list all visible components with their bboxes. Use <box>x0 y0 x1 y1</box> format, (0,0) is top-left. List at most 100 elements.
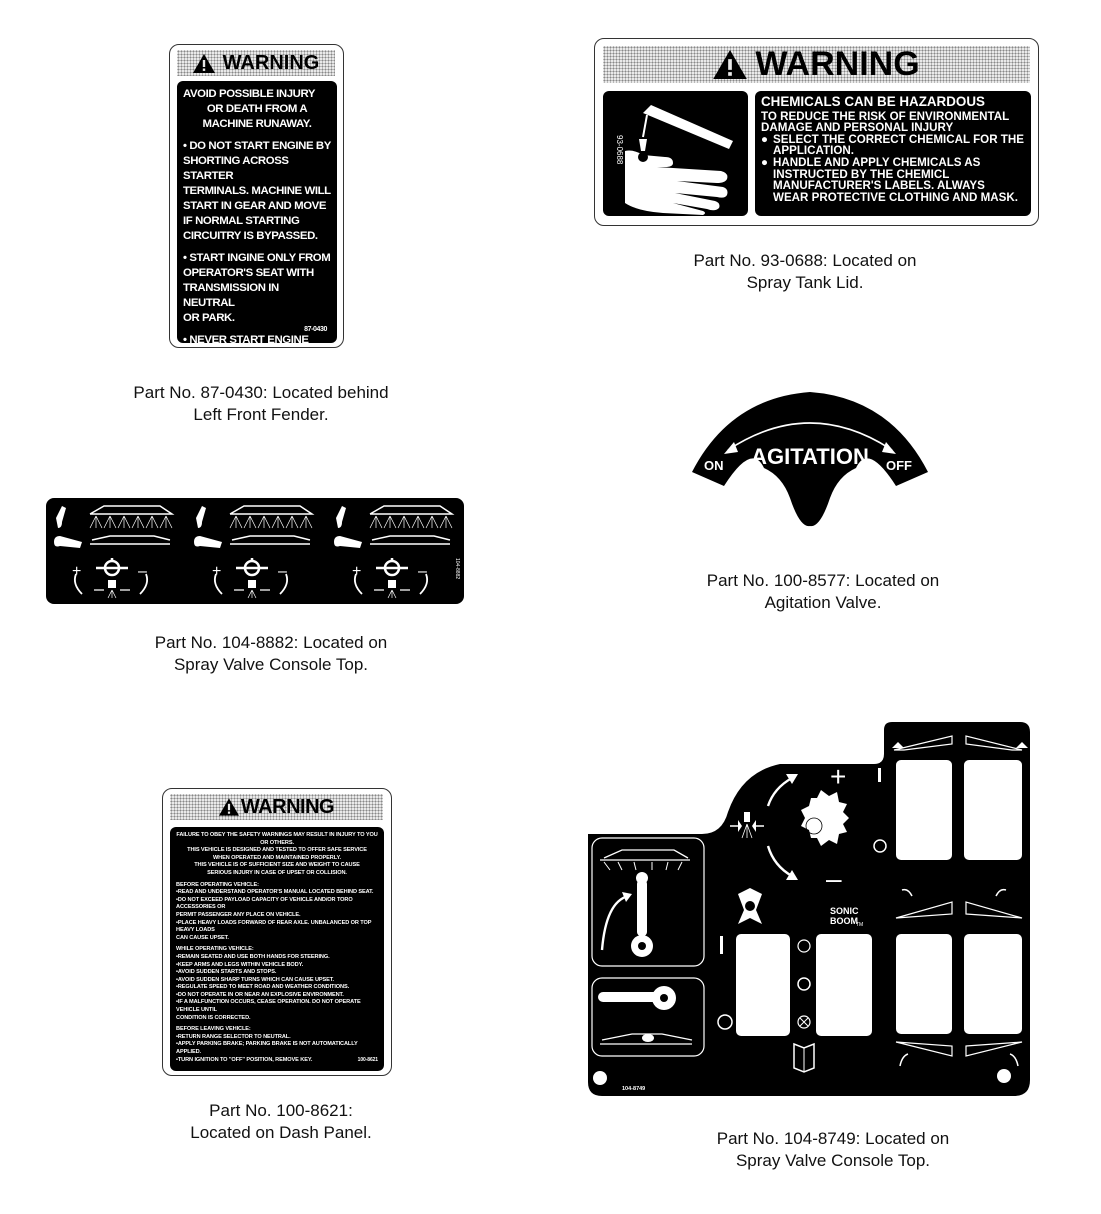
warning-line: •IF A MALFUNCTION OCCURS, CEASE OPERATIO… <box>176 999 361 1014</box>
warning-title: WARNING <box>240 795 335 818</box>
boom-lever-panel-down <box>591 977 705 1057</box>
mounting-hole <box>593 1071 607 1085</box>
spray-pattern-icon <box>89 515 103 529</box>
switch-right-boom-bottom <box>964 934 1022 1034</box>
switch-sonic-right <box>816 934 872 1036</box>
valve-minus-label: – <box>278 563 287 580</box>
chemical-intro: DAMAGE AND PERSONAL INJURY <box>761 121 954 135</box>
warning-line: STANDING NEXT TO MACHINE <box>183 364 288 391</box>
agitation-on-label: ON <box>704 458 724 473</box>
warning-line: •READ AND UNDERSTAND OPERATOR'S MANUAL L… <box>176 889 374 896</box>
arrow-left-curve-icon <box>213 573 223 595</box>
agitation-title: AGITATION <box>751 444 869 469</box>
warning-line: •REGULATE SPEED TO MEET ROAD AND WEATHER… <box>176 984 350 991</box>
warning-triangle-icon <box>192 53 215 73</box>
warning-line: •DO NOT EXCEED PAYLOAD CAPACITY OF VEHIC… <box>176 896 353 911</box>
nozzle-icon <box>108 580 116 588</box>
caption-line: Located on Dash Panel. <box>190 1123 372 1142</box>
arrow-clockwise-icon <box>786 774 798 784</box>
caption-104-8749: Part No. 104-8749: Located on Spray Valv… <box>668 1128 998 1172</box>
decal-part-number: 100-8577 <box>847 498 863 519</box>
caption-line: Spray Tank Lid. <box>746 273 864 292</box>
boom-raised-icon <box>229 505 315 515</box>
spray-pattern-icon <box>411 515 425 529</box>
spray-pattern-icon <box>397 515 411 529</box>
decal-vertical-code: 93-0688 <box>615 135 624 165</box>
arrow-left-curve-icon <box>353 573 363 595</box>
warning-line: TERMINALS. MACHINE WILL <box>183 185 331 197</box>
decal-part-number: 87-0430 <box>304 326 327 333</box>
agitation-off-label: OFF <box>886 458 912 473</box>
nozzle-spray-icon <box>107 589 117 599</box>
valve-stem-icon <box>96 558 128 570</box>
warning-line: OR DEATH FROM A <box>206 103 308 115</box>
warning-line: •REMAIN SEATED AND USE BOTH HANDS FOR ST… <box>176 953 330 960</box>
nozzle-icon <box>388 580 396 588</box>
bullet-dot-icon: ● <box>761 132 769 146</box>
warning-line: •APPLY PARKING BRAKE; PARKING BRAKE IS N… <box>176 1041 358 1056</box>
caption-line: Part No. 93-0688: Located on <box>693 251 917 270</box>
arrow-right-icon <box>882 442 896 454</box>
warning-line: •RETURN RANGE SELECTOR TO NEUTRAL. <box>176 1033 291 1040</box>
caption-104-8882: Part No. 104-8882: Located on Spray Valv… <box>106 632 436 676</box>
switch-left-boom-top <box>896 760 952 860</box>
caption-line: Spray Valve Console Top. <box>735 1151 931 1170</box>
warning-line: • START INGINE ONLY FROM <box>183 252 331 264</box>
warning-line: WHEN OPERATED AND MAINTAINED PROPERLY. <box>213 854 341 861</box>
warning-triangle-icon <box>218 798 239 816</box>
warning-line: THIS VEHICLE IS DESIGNED AND TESTED TO O… <box>187 847 367 854</box>
warning-line: SERIOUS INJURY IN CASE OF UPSET OR COLLI… <box>207 869 347 876</box>
lever-down-icon <box>334 536 362 548</box>
valve-plus-label: + <box>352 563 361 580</box>
warning-header: WARNING <box>603 45 1030 83</box>
warning-header: WARNING <box>170 794 383 820</box>
warning-line: CAN CAUSE UPSET. <box>176 934 229 941</box>
valve-plus-label: + <box>212 563 221 580</box>
arrow-counter-icon <box>786 870 798 880</box>
spray-pattern-icon <box>257 515 271 529</box>
warning-line: •TURN IGNITION TO "OFF" POSITION, REMOVE… <box>176 1056 313 1063</box>
caption-line: Spray Valve Console Top. <box>173 655 369 674</box>
warning-line: SHORTING ACROSS STARTER <box>183 155 289 182</box>
bullet-dot-icon: ● <box>761 155 769 169</box>
decal-part-number: 100-8621 <box>357 1057 378 1064</box>
warning-line: WHILE OPERATING VEHICLE: <box>176 946 254 953</box>
bullet-line: INSTRUCTED BY THE CHEMICL <box>773 167 950 181</box>
spray-pattern-icon <box>117 515 131 529</box>
boom-lowered-icon <box>370 535 451 545</box>
warning-decal-93-0688: WARNING 93-0688 CHEMICALS CAN BE HAZARDO… <box>594 38 1039 226</box>
nozzle-spray-icon <box>247 589 257 599</box>
chemical-warning-text: CHEMICALS CAN BE HAZARDOUS TO REDUCE THE… <box>755 91 1031 216</box>
lever-up-icon <box>196 506 206 528</box>
caption-line: Part No. 87-0430: Located behind <box>133 383 389 402</box>
warning-line: MACHINE RUNAWAY. <box>202 118 312 130</box>
spray-pattern-icon <box>439 515 453 529</box>
warning-line: FAILURE TO OBEY THE SAFETY WARNINGS MAY … <box>176 832 378 846</box>
sonic-label: SONIC <box>830 906 859 916</box>
arrow-right-curve-icon <box>139 573 149 595</box>
decal-part-number: 104-8882 <box>454 558 460 579</box>
warning-line: BEFORE OPERATING VEHICLE: <box>176 881 259 888</box>
boom-label: BOOM <box>830 916 858 926</box>
spray-pattern-icon <box>229 515 243 529</box>
bullet-line: WEAR PROTECTIVE CLOTHING AND MASK. <box>773 190 1018 204</box>
warning-line: •KEEP ARMS AND LEGS WITHIN VEHICLE BODY. <box>176 961 304 968</box>
chemical-bullet: ● SELECT THE CORRECT CHEMICAL FOR THE AP… <box>761 132 1025 158</box>
caption-line: Part No. 104-8882: Located on <box>154 633 388 652</box>
spray-console-decal-104-8749: + – SONIC BOOM TM <box>582 720 1031 1097</box>
lever-up-icon <box>56 506 66 528</box>
decal-part-number: 104-8749 <box>622 1086 645 1092</box>
mounting-hole <box>997 1069 1011 1083</box>
lever-up-icon <box>336 506 346 528</box>
boom-lowered-icon <box>90 535 171 545</box>
bullet-line: APPLICATION. <box>773 144 854 158</box>
caption-line: Agitation Valve. <box>764 593 882 612</box>
caption-line: Part No. 100-8621: <box>209 1101 353 1120</box>
warning-title: WARNING <box>755 45 920 83</box>
warning-line: •AVOID SUDDEN SHARP TURNS WHICH CAN CAUS… <box>176 976 334 983</box>
warning-decal-100-8621: WARNING FAILURE TO OBEY THE SAFETY WARNI… <box>162 788 392 1076</box>
warning-line: IF NORMAL STARTING <box>183 215 300 227</box>
warning-header: WARNING <box>177 50 335 76</box>
tm-label: TM <box>856 922 863 928</box>
switch-right-boom-top <box>964 760 1022 860</box>
